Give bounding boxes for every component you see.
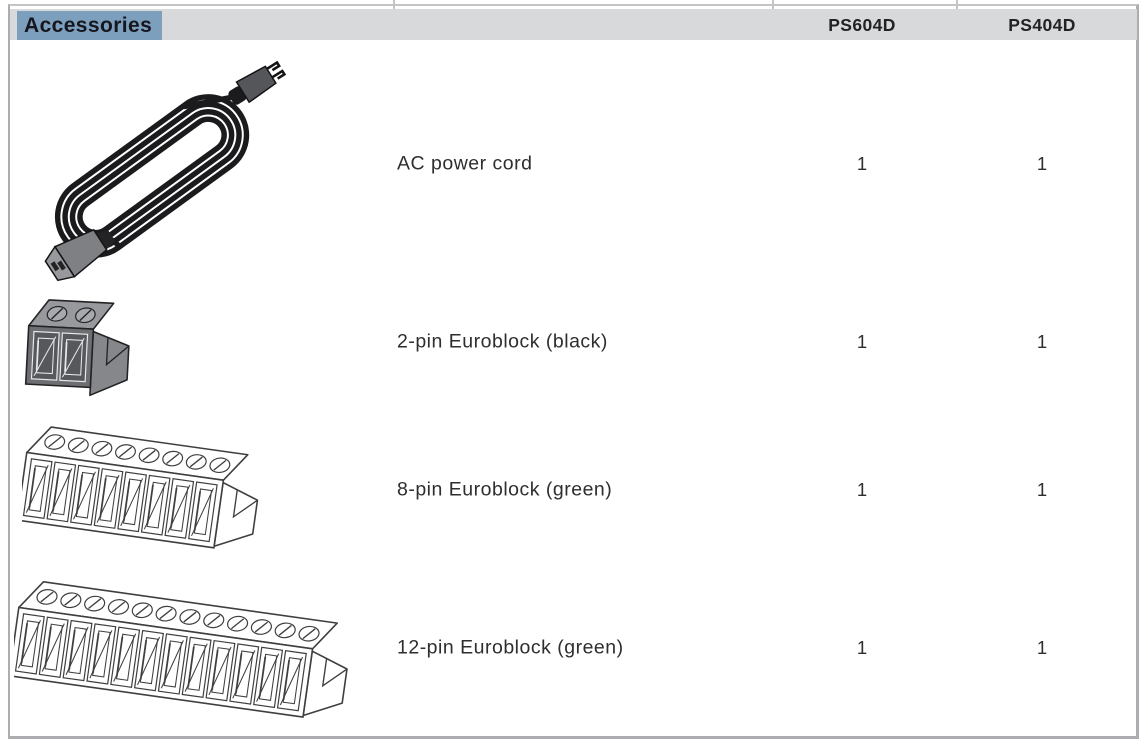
table-header-band <box>10 9 1137 40</box>
item-name: 12-pin Euroblock (green) <box>397 636 624 659</box>
2-pin-euroblock-icon <box>24 291 192 397</box>
qty-ps404d: 1 <box>1036 479 1048 500</box>
qty-ps404d: 1 <box>1036 152 1048 174</box>
table-row: 12-pin Euroblock (green) 1 1 <box>0 569 1142 727</box>
item-name: 2-pin Euroblock (black) <box>397 330 608 353</box>
12-pin-euroblock-icon <box>14 564 378 734</box>
item-name: AC power cord <box>397 152 533 174</box>
qty-ps604d: 1 <box>856 152 868 174</box>
column-header-ps404d: PS404D <box>1008 15 1076 35</box>
table-row: AC power cord 1 1 <box>0 44 1142 283</box>
qty-ps604d: 1 <box>856 637 868 658</box>
qty-ps604d: 1 <box>856 331 868 352</box>
qty-ps604d: 1 <box>856 479 868 500</box>
qty-ps404d: 1 <box>1036 331 1048 352</box>
8-pin-euroblock-icon <box>22 416 305 558</box>
table-row: 8-pin Euroblock (green) 1 1 <box>0 410 1142 570</box>
column-divider-tick <box>956 0 958 9</box>
table-row: 2-pin Euroblock (black) 1 1 <box>0 283 1142 401</box>
item-name: 8-pin Euroblock (green) <box>397 478 613 501</box>
column-header-ps604d: PS604D <box>828 15 896 35</box>
ac-power-cord-icon <box>25 48 295 283</box>
accessories-title: Accessories <box>17 11 163 40</box>
column-divider-tick <box>772 0 774 9</box>
qty-ps404d: 1 <box>1036 637 1048 658</box>
column-divider-tick <box>393 0 395 9</box>
